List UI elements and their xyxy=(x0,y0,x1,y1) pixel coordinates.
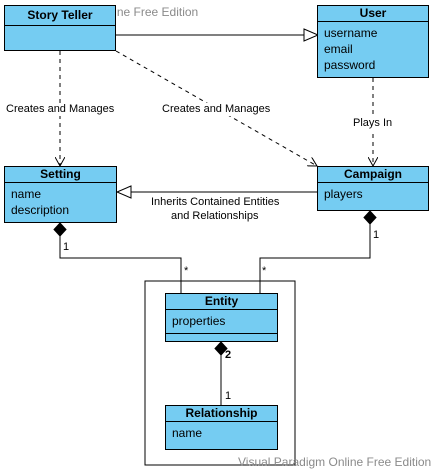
label-inherits-line2: and Relationships xyxy=(171,210,259,223)
mult-campaign-side: 1 xyxy=(373,229,380,241)
setting-entity-link xyxy=(59,236,182,293)
class-relationship[interactable]: Relationship name xyxy=(165,405,278,450)
campaign-setting-arrowhead xyxy=(115,185,132,199)
mult-entity-bottom: 2 xyxy=(225,349,232,361)
storyteller-user-arrowhead xyxy=(303,28,320,42)
attr-properties: properties xyxy=(172,314,226,328)
campaign-composition-diamond xyxy=(363,210,377,225)
attr-username: username xyxy=(324,26,378,40)
entity-composition-diamond xyxy=(214,341,228,356)
class-setting-name: Setting xyxy=(5,167,116,183)
class-campaign[interactable]: Campaign players xyxy=(317,166,429,211)
class-entity-name: Entity xyxy=(166,294,277,310)
class-story-teller-name: Story Teller xyxy=(5,6,115,26)
label-inherits-line1: Inherits Contained Entities xyxy=(151,196,280,209)
attr-setting-description: description xyxy=(11,203,70,217)
class-user-name: User xyxy=(318,6,428,22)
class-story-teller[interactable]: Story Teller xyxy=(4,5,116,51)
label-plays-in: Plays In xyxy=(353,117,393,130)
label-creates-manages-mid: Creates and Manages xyxy=(162,103,271,116)
mult-entity-right: * xyxy=(262,265,267,277)
attr-password: password xyxy=(324,58,376,72)
class-entity[interactable]: Entity properties xyxy=(165,293,278,342)
mult-setting-side: 1 xyxy=(63,241,70,253)
class-setting[interactable]: Setting name description xyxy=(4,166,117,223)
attr-email: email xyxy=(324,42,353,56)
class-user[interactable]: User username email password xyxy=(317,5,429,78)
setting-composition-diamond xyxy=(53,222,67,237)
campaign-entity-link xyxy=(259,224,371,293)
attr-setting-name: name xyxy=(11,187,42,201)
package-frame xyxy=(144,280,296,466)
mult-relationship-top: 1 xyxy=(225,390,232,402)
mult-entity-left: * xyxy=(184,265,189,277)
attr-relationship-name: name xyxy=(172,426,203,440)
attr-players: players xyxy=(324,187,363,201)
class-relationship-name: Relationship xyxy=(166,406,277,422)
watermark-bottom: Visual Paradigm Online Free Edition xyxy=(238,455,432,469)
label-creates-manages-left: Creates and Manages xyxy=(6,103,115,116)
class-campaign-name: Campaign xyxy=(318,167,428,183)
